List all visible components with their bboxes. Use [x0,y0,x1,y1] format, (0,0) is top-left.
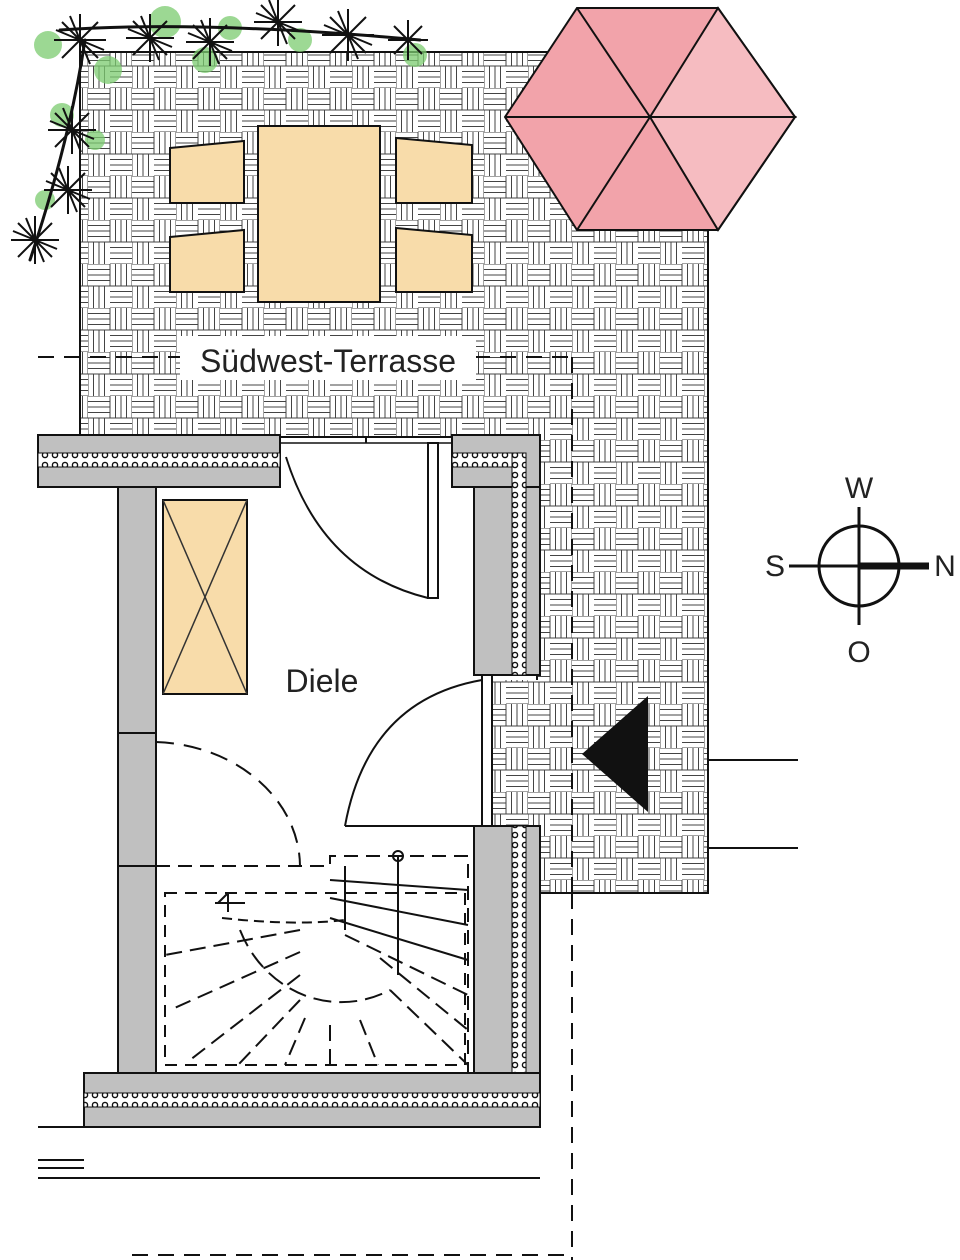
wall-left [117,486,157,1074]
compass-label-left: S [765,550,785,583]
walls [37,434,541,1179]
entrance-lines [708,759,798,849]
staircase [156,850,469,1073]
parasol [503,6,797,232]
chair [169,139,245,204]
terrace-furniture [169,125,473,303]
chair [395,136,473,204]
compass-label-bottom: O [847,636,870,669]
dashed-lines [38,356,573,1260]
compass-icon [789,507,929,625]
compass-label-top: W [845,472,874,505]
chair [169,228,245,293]
door-swing-dashed [155,741,301,867]
compass-label-right: N [934,550,956,583]
room-label-terrace: Südwest-Terrasse [200,343,456,379]
wall-right-lower [473,825,541,1074]
front-door [344,674,493,827]
terrace-door [280,436,452,599]
chair [395,226,473,293]
climbing-plants [11,0,428,264]
terrace-table [257,125,381,303]
wardrobe [162,499,248,695]
entrance-arrow-icon [582,696,648,812]
wall-right-upper [473,486,541,676]
room-label-hall: Diele [286,663,359,699]
